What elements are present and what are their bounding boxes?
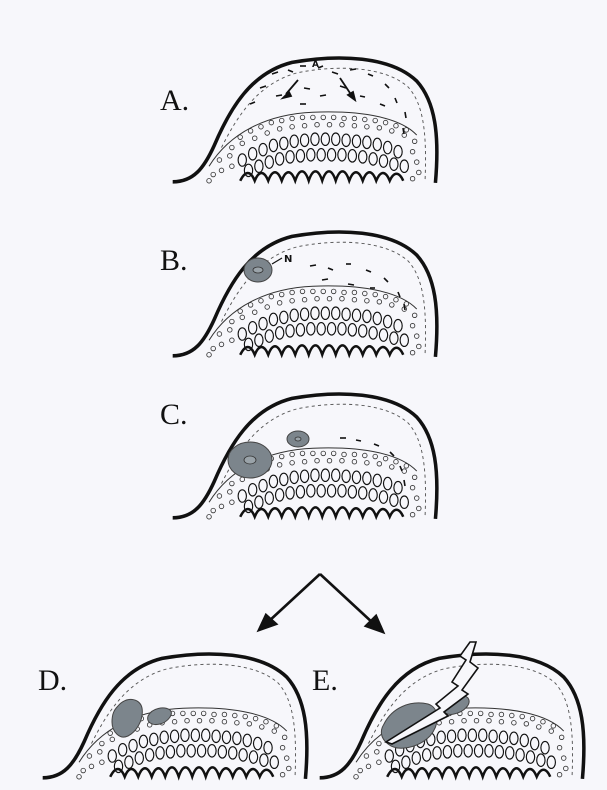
panel-b-marker: N — [284, 254, 292, 265]
panel-a-marker: A — [312, 60, 319, 70]
panel-c-section — [173, 394, 437, 519]
panel-b-section: N — [173, 232, 437, 357]
branch-arrows — [259, 574, 383, 632]
panel-d-section — [43, 654, 307, 779]
panel-a-section: A — [173, 58, 437, 183]
panel-a-arrows — [283, 78, 355, 100]
panel-e-section — [320, 642, 584, 779]
panel-b-lesion — [244, 258, 272, 282]
